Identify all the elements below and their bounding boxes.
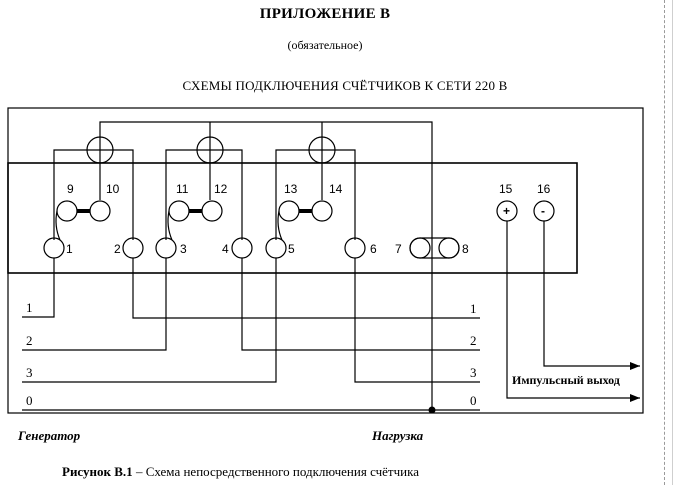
figure-caption: Рисунок В.1 – Схема непосредственного по… [62, 464, 419, 480]
terminal-3-label: 3 [180, 242, 187, 256]
terminal-12 [201, 200, 223, 222]
pulse-output-label: Импульсный выход [512, 373, 620, 387]
load-label: Нагрузка [371, 428, 424, 443]
line-left-3: 3 [26, 365, 33, 380]
terminal-9 [56, 200, 78, 222]
terminal-16-label: 16 [537, 182, 551, 196]
generator-label: Генератор [17, 428, 81, 443]
terminal-11 [168, 200, 190, 222]
terminal-1-label: 1 [66, 242, 73, 256]
meter-body [7, 162, 578, 274]
line-right-0: 0 [470, 393, 477, 408]
terminal-3 [155, 237, 177, 259]
line-right-1: 1 [470, 301, 477, 316]
terminal-1 [43, 237, 65, 259]
terminal-9-label: 9 [67, 182, 74, 196]
diagram-frame [7, 107, 644, 414]
page-edge-line-outer [672, 0, 673, 485]
appendix-subtitle: (обязательное) [287, 38, 363, 52]
terminal-5 [265, 237, 287, 259]
terminal-10-label: 10 [106, 182, 120, 196]
terminal-13 [278, 200, 300, 222]
terminal-6 [344, 237, 366, 259]
line-left-2: 2 [26, 333, 33, 348]
plus-sign: + [503, 204, 510, 218]
scheme-title: СХЕМЫ ПОДКЛЮЧЕНИЯ СЧЁТЧИКОВ К СЕТИ 220 В [182, 78, 508, 93]
figure-number: Рисунок В.1 [62, 464, 133, 479]
terminal-4 [231, 237, 253, 259]
terminal-5-label: 5 [288, 242, 295, 256]
line-left-1: 1 [26, 300, 33, 315]
line-right-3: 3 [470, 365, 477, 380]
terminal-12-label: 12 [214, 182, 228, 196]
line-right-2: 2 [470, 333, 477, 348]
terminal-8-label: 8 [462, 242, 469, 256]
appendix-title: ПРИЛОЖЕНИЕ В [259, 6, 391, 22]
terminal-15-label: 15 [499, 182, 513, 196]
terminal-7-label: 7 [395, 242, 402, 256]
terminal-13-label: 13 [284, 182, 298, 196]
figure-caption-text: – Схема непосредственного подключения сч… [132, 464, 419, 479]
terminal-6-label: 6 [370, 242, 377, 256]
terminal-11-label: 11 [176, 182, 189, 196]
terminal-2 [122, 237, 144, 259]
neutral-wire [99, 121, 433, 410]
terminal-14 [311, 200, 333, 222]
terminal-4-label: 4 [222, 242, 229, 256]
terminal-2-label: 2 [114, 242, 121, 256]
terminal-14-label: 14 [329, 182, 343, 196]
minus-sign: - [541, 204, 545, 218]
neutral-junction [428, 406, 436, 414]
terminal-10 [89, 200, 111, 222]
page-edge-line [664, 0, 666, 485]
line-left-0: 0 [26, 393, 33, 408]
